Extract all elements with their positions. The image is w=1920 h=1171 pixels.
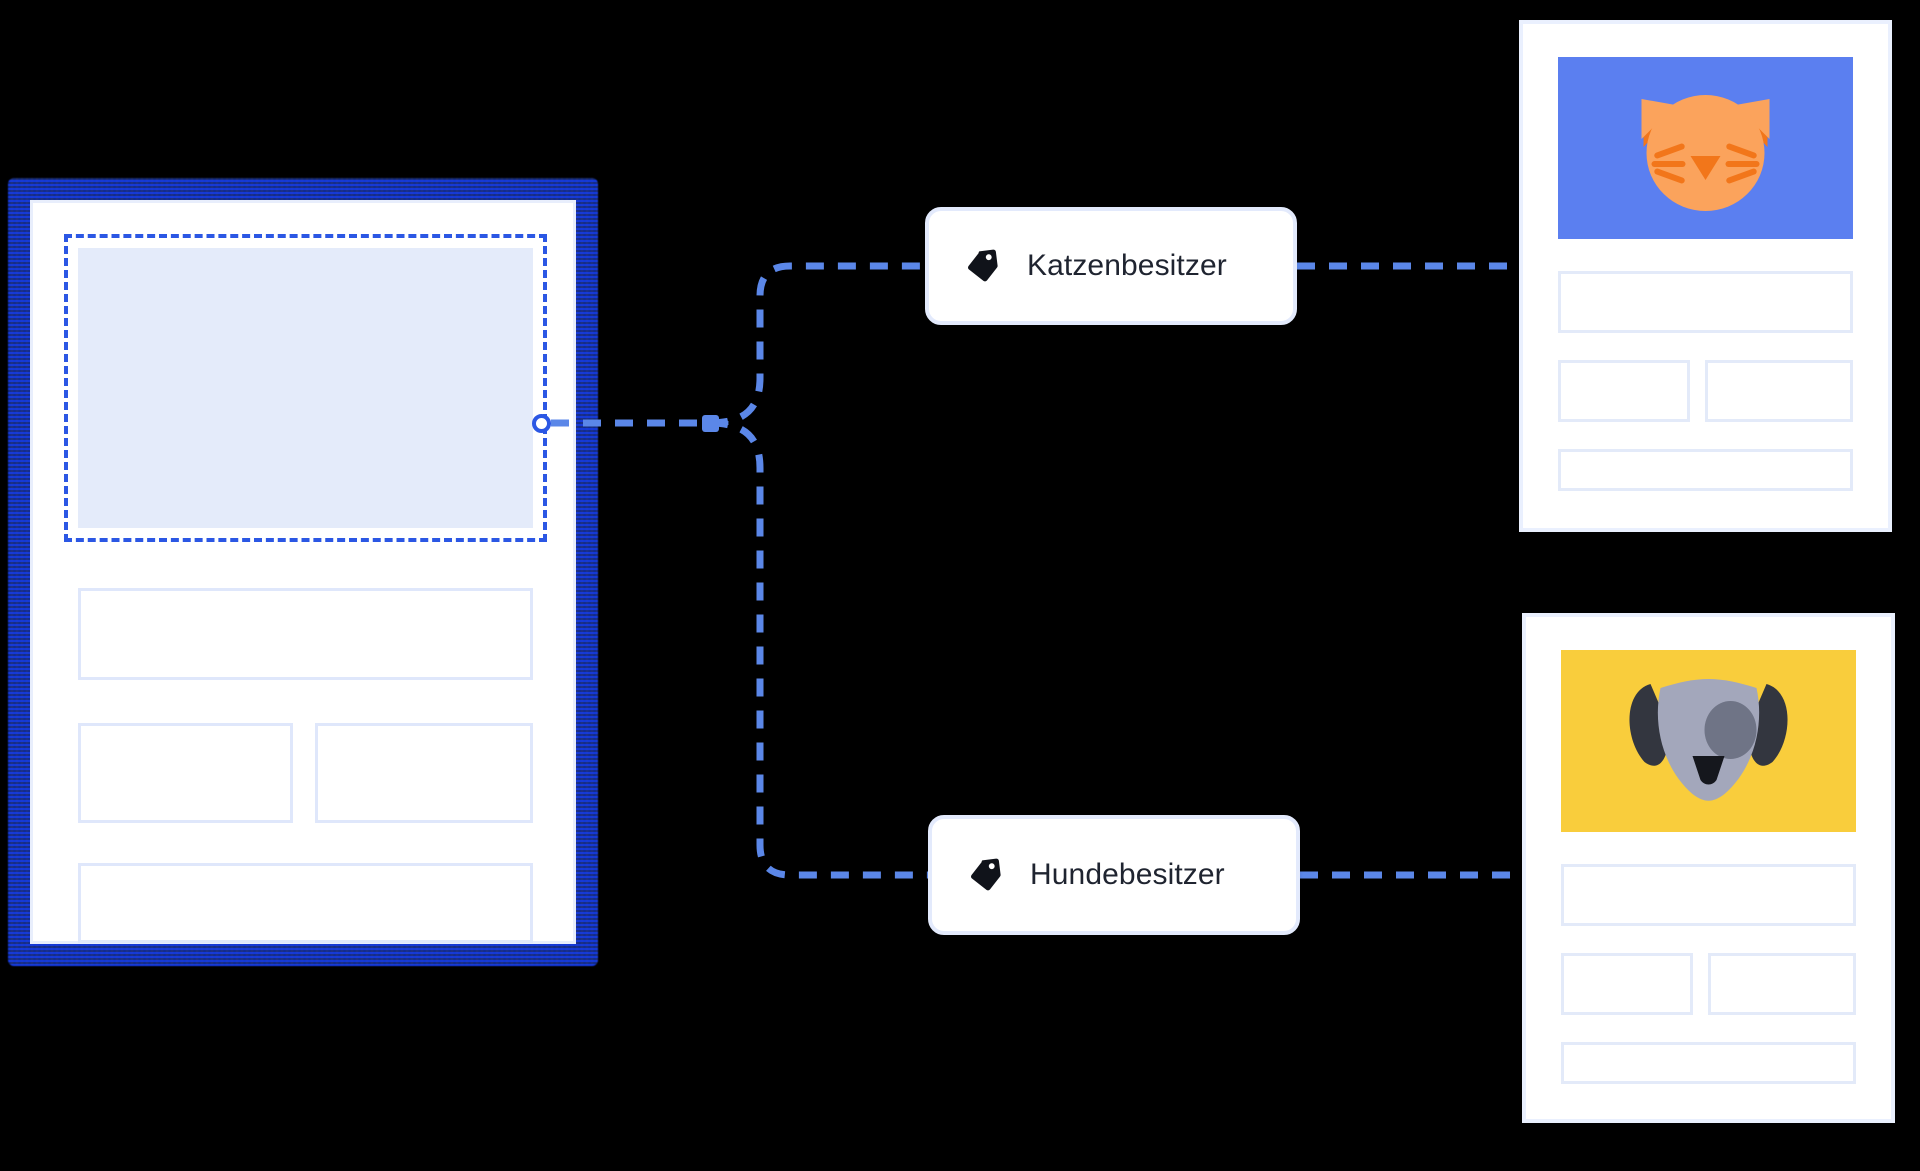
tag-label: Katzenbesitzer (1027, 249, 1227, 282)
connector-branch-node[interactable] (702, 415, 719, 432)
connector-branch-dog (709, 419, 928, 879)
placeholder-row-1[interactable] (78, 588, 533, 680)
placeholder-row-3[interactable] (78, 863, 533, 943)
source-card-body[interactable] (30, 200, 576, 944)
card-placeholder-row-3[interactable] (1558, 449, 1853, 491)
variant-card-dog[interactable] (1522, 613, 1895, 1123)
card-banner (1561, 650, 1856, 832)
card-placeholder-row-1[interactable] (1561, 864, 1856, 926)
placeholder-row-2-right[interactable] (315, 723, 533, 823)
tag-label: Hundebesitzer (1030, 858, 1225, 891)
placeholder-row-2-left[interactable] (78, 723, 293, 823)
connector-handle[interactable] (532, 414, 551, 433)
source-card[interactable] (8, 178, 598, 966)
card-placeholder-row-2-right[interactable] (1705, 360, 1853, 422)
tag-icon (966, 856, 1004, 894)
cat-face-icon (1641, 95, 1770, 211)
card-banner (1558, 57, 1853, 239)
card-placeholder-row-2-right[interactable] (1708, 953, 1856, 1015)
tag-icon (963, 247, 1001, 285)
connector-branch-cat (709, 262, 925, 427)
card-placeholder-row-2-left[interactable] (1558, 360, 1690, 422)
selected-block[interactable] (64, 234, 547, 542)
tag-chip-hundebesitzer[interactable]: Hundebesitzer (928, 815, 1300, 935)
card-placeholder-row-1[interactable] (1558, 271, 1853, 333)
variant-card-cat[interactable] (1519, 20, 1892, 532)
dog-face-icon (1629, 679, 1788, 801)
card-placeholder-row-2-left[interactable] (1561, 953, 1693, 1015)
card-placeholder-row-3[interactable] (1561, 1042, 1856, 1084)
tag-chip-katzenbesitzer[interactable]: Katzenbesitzer (925, 207, 1297, 325)
